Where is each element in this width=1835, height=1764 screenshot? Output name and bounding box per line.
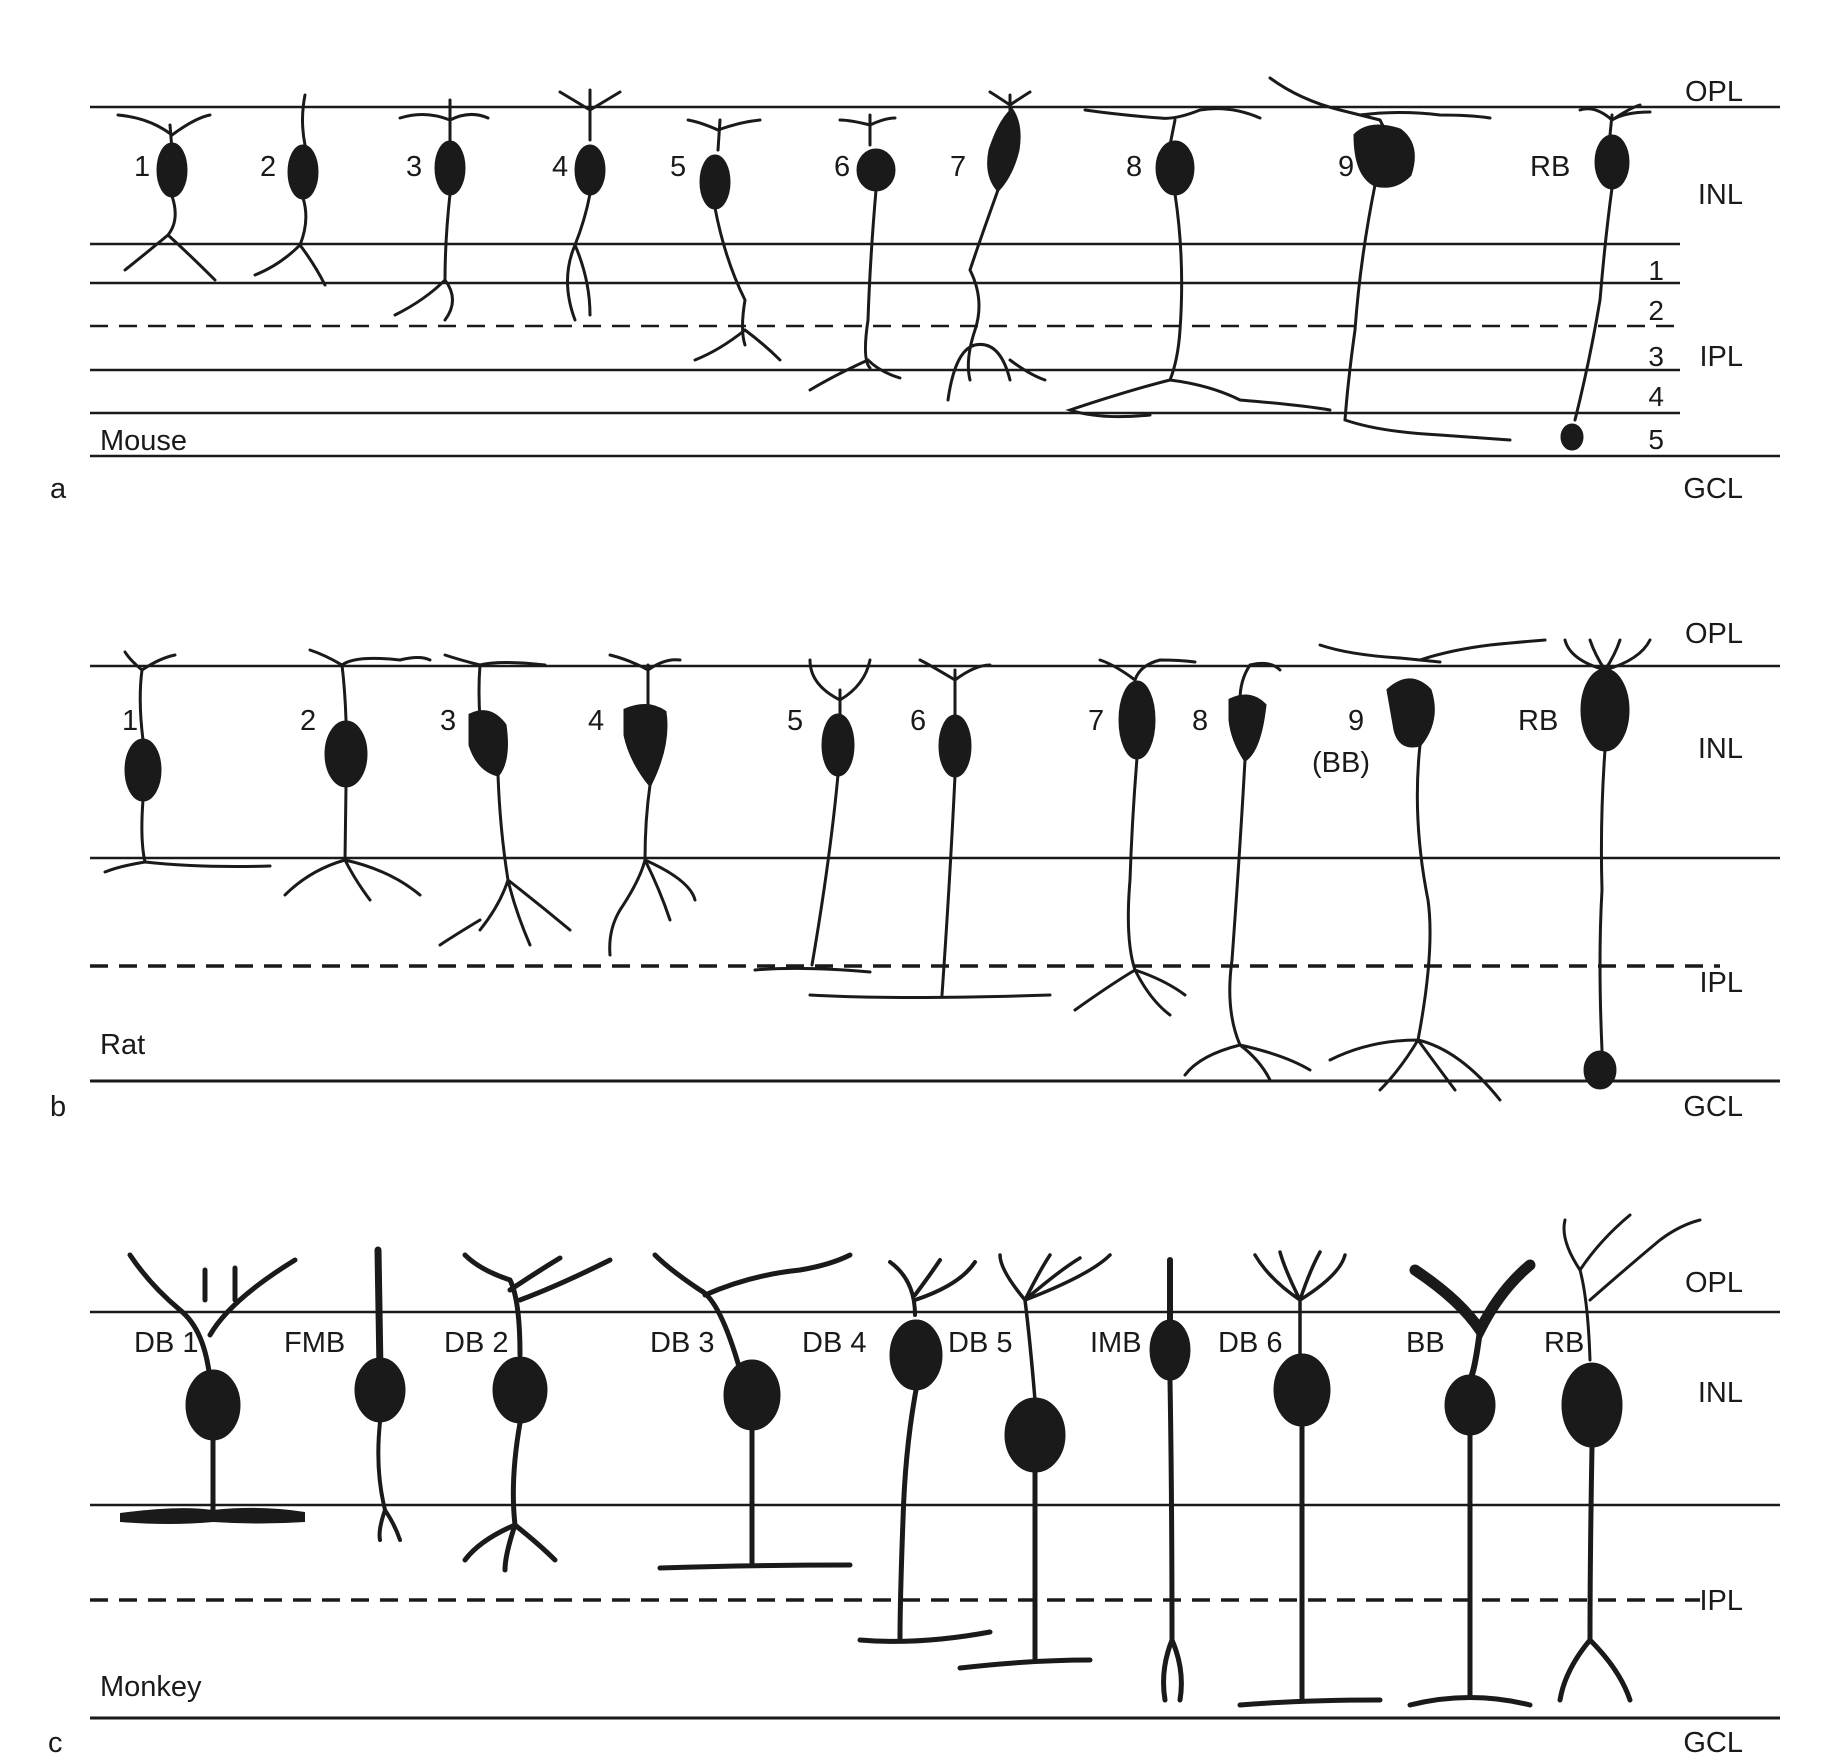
panel-b: OPL INL IPL GCL Rat b 1 2 3 4 5 6 7 8 9 … — [50, 618, 1780, 1123]
panel-b-cell-label: 3 — [440, 705, 456, 737]
sublamina-4-label: 4 — [1648, 381, 1664, 412]
panel-b-cell-label: 4 — [588, 705, 604, 737]
sublamina-2-label: 2 — [1648, 295, 1664, 326]
panel-a-cell-label: 2 — [260, 151, 276, 183]
panel-a-layer-lines — [90, 105, 1780, 458]
panel-a-cell-label: 5 — [670, 151, 686, 183]
panel-c-layer-lines — [90, 1310, 1780, 1720]
panel-c-cell-label: DB 6 — [1218, 1327, 1282, 1359]
panel-c-cells — [120, 1213, 1702, 1708]
panel-a-gcl-label: GCL — [1683, 473, 1743, 505]
panel-c: OPL INL IPL GCL Monkey c DB 1 FMB DB 2 D… — [48, 1213, 1780, 1759]
panel-a: OPL INL IPL GCL 1 2 3 4 5 Mouse a 1 2 3 … — [50, 76, 1780, 505]
panel-c-opl-label: OPL — [1685, 1267, 1743, 1299]
panel-c-cell-label: RB — [1544, 1327, 1584, 1359]
panel-b-cell-label: 5 — [787, 705, 803, 737]
panel-b-cell-label: 2 — [300, 705, 316, 737]
panel-c-cell-label: DB 4 — [802, 1327, 866, 1359]
sublamina-5-label: 5 — [1648, 424, 1664, 455]
panel-b-layer-lines — [90, 664, 1780, 1083]
panel-a-letter: a — [50, 473, 67, 505]
panel-c-cell-label: DB 3 — [650, 1327, 714, 1359]
panel-c-cell-label: DB 2 — [444, 1327, 508, 1359]
panel-b-gcl-label: GCL — [1683, 1091, 1743, 1123]
panel-b-cell-label: 6 — [910, 705, 926, 737]
panel-c-species-label: Monkey — [100, 1671, 202, 1703]
panel-a-ipl-label: IPL — [1699, 341, 1743, 373]
panel-b-cells — [103, 638, 1652, 1102]
panel-c-ipl-label: IPL — [1699, 1585, 1743, 1617]
panel-c-inl-label: INL — [1698, 1377, 1743, 1409]
panel-c-letter: c — [48, 1727, 63, 1759]
panel-a-species-label: Mouse — [100, 425, 187, 457]
panel-b-labels: OPL INL IPL GCL Rat b 1 2 3 4 5 6 7 8 9 … — [50, 618, 1743, 1123]
panel-b-opl-label: OPL — [1685, 618, 1743, 650]
panel-a-labels: OPL INL IPL GCL 1 2 3 4 5 Mouse a 1 2 3 … — [50, 76, 1743, 505]
panel-a-cell-label: 1 — [134, 151, 150, 183]
panel-a-cell-label: 7 — [950, 151, 966, 183]
panel-b-bb-label: (BB) — [1312, 747, 1370, 779]
panel-c-cell-label: IMB — [1090, 1327, 1142, 1359]
panel-b-ipl-label: IPL — [1699, 967, 1743, 999]
panel-c-cell-label: FMB — [284, 1327, 345, 1359]
panel-a-cell-label: 8 — [1126, 151, 1142, 183]
panel-c-cell-label: DB 5 — [948, 1327, 1012, 1359]
panel-a-cell-label: 4 — [552, 151, 568, 183]
sublamina-1-label: 1 — [1648, 255, 1664, 286]
panel-a-opl-label: OPL — [1685, 76, 1743, 108]
panel-a-cell-label: 6 — [834, 151, 850, 183]
panel-b-inl-label: INL — [1698, 733, 1743, 765]
panel-a-cell-label: 9 — [1338, 151, 1354, 183]
panel-c-cell-label: DB 1 — [134, 1327, 198, 1359]
panel-b-cell-label: 7 — [1088, 705, 1104, 737]
panel-a-cell-label: RB — [1530, 151, 1570, 183]
panel-c-gcl-label: GCL — [1683, 1727, 1743, 1759]
panel-b-species-label: Rat — [100, 1029, 145, 1061]
panel-b-cell-label: 1 — [122, 705, 138, 737]
panel-c-cell-label: BB — [1406, 1327, 1445, 1359]
sublamina-3-label: 3 — [1648, 341, 1664, 372]
panel-b-cell-label: 9 — [1348, 705, 1364, 737]
panel-b-cell-label: 8 — [1192, 705, 1208, 737]
panel-a-inl-label: INL — [1698, 179, 1743, 211]
panel-c-labels: OPL INL IPL GCL Monkey c DB 1 FMB DB 2 D… — [48, 1267, 1743, 1759]
panel-b-letter: b — [50, 1091, 66, 1123]
panel-b-cell-label: RB — [1518, 705, 1558, 737]
panel-a-cell-label: 3 — [406, 151, 422, 183]
panel-a-cells — [116, 76, 1652, 451]
